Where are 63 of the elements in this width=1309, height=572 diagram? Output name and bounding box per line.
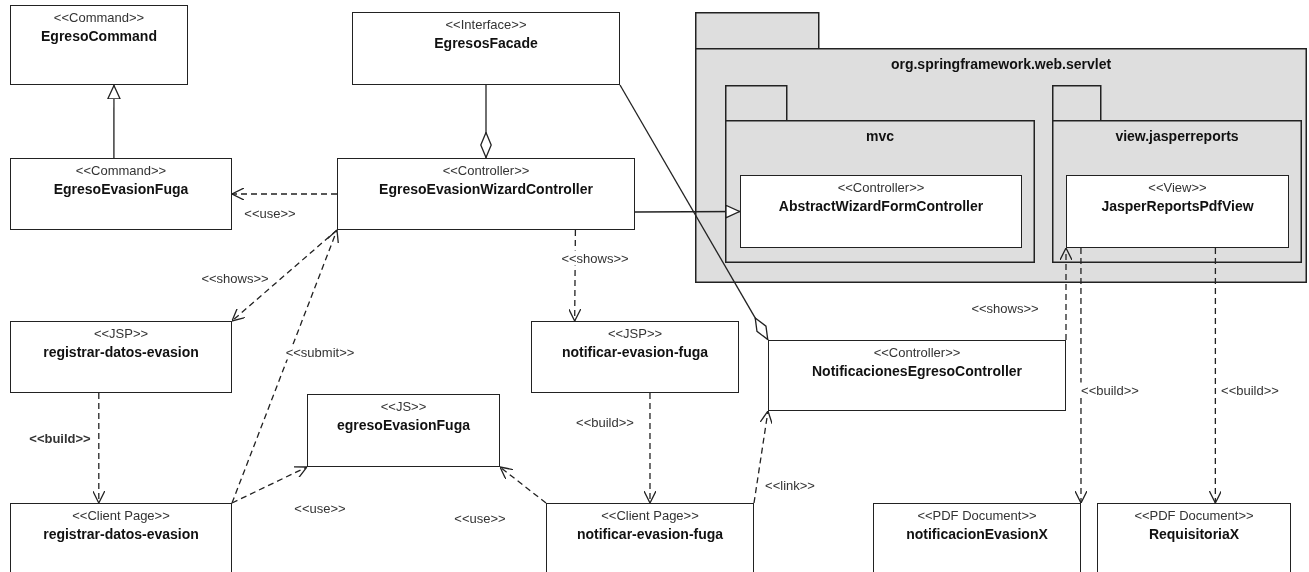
- class-name: notificar-evasion-fuga: [561, 344, 709, 360]
- stereotype: <<Client Page>>: [72, 508, 170, 523]
- generalization-arrow: [634, 204, 741, 219]
- dependency-arrow: [1208, 247, 1222, 504]
- class-box: [531, 321, 739, 393]
- class-box: [352, 12, 620, 85]
- class-box: [10, 321, 232, 393]
- class-name: EgresoEvasionWizardController: [379, 181, 593, 197]
- stereotype: <<JS>>: [380, 399, 427, 414]
- class-box: [546, 503, 754, 572]
- class-name: EgresoCommand: [41, 28, 157, 44]
- class-name: notificacionEvasionX: [906, 526, 1048, 542]
- dependency-arrow: [1074, 247, 1088, 504]
- dependency-arrow: [499, 466, 547, 504]
- class-name: NotificacionesEgresoController: [811, 363, 1022, 379]
- stereotype: <<Controller>>: [873, 345, 961, 360]
- class-box: [1066, 175, 1289, 248]
- stereotype: <<PDF Document>>: [917, 508, 1037, 523]
- dependency-arrow: [231, 187, 338, 201]
- class-name: AbstractWizardFormController: [778, 198, 984, 214]
- dependency-arrow: [1059, 247, 1073, 341]
- stereotype: <<PDF Document>>: [1134, 508, 1254, 523]
- class-name: egresoEvasionFuga: [336, 417, 470, 433]
- class-box: [768, 340, 1066, 411]
- stereotype: <<JSP>>: [607, 326, 663, 341]
- class-name: registrar-datos-evasion: [43, 344, 199, 360]
- class-name: EgresosFacade: [434, 35, 538, 51]
- edge-label: <<submit>>: [283, 344, 357, 360]
- package-name: org.springframework.web.servlet: [890, 56, 1112, 72]
- class-name: EgresoEvasionFuga: [53, 181, 189, 197]
- class-name: JasperReportsPdfView: [1101, 198, 1254, 214]
- package-name: mvc: [866, 128, 894, 144]
- stereotype: <<Interface>>: [445, 17, 527, 32]
- class-name: registrar-datos-evasion: [43, 526, 199, 542]
- class-box: [337, 158, 635, 230]
- dependency-arrow: [568, 229, 582, 322]
- dependency-arrow: [92, 392, 106, 504]
- class-box: [10, 158, 232, 230]
- generalization-arrow: [107, 84, 121, 159]
- stereotype: <<Client Page>>: [601, 508, 699, 523]
- stereotype: <<Controller>>: [442, 163, 530, 178]
- stereotype: <<Controller>>: [837, 180, 925, 195]
- aggregation-line: [480, 84, 492, 159]
- class-name: RequisitoriaX: [1148, 526, 1240, 542]
- class-box: [10, 5, 188, 85]
- edge-label: <<shows>>: [559, 250, 631, 266]
- stereotype: <<JSP>>: [93, 326, 149, 341]
- class-box: [10, 503, 232, 572]
- stereotype: <<Command>>: [75, 163, 167, 178]
- class-box: [740, 175, 1022, 248]
- dependency-arrow: [231, 229, 339, 504]
- dependency-arrow: [643, 392, 657, 504]
- class-box: [307, 394, 500, 467]
- class-box: [873, 503, 1081, 572]
- dependency-arrow: [753, 410, 773, 504]
- class-box: [1097, 503, 1291, 572]
- class-name: notificar-evasion-fuga: [576, 526, 724, 542]
- stereotype: <<View>>: [1148, 180, 1207, 195]
- edge-label: <<build>>: [1079, 382, 1141, 398]
- aggregation-line: [619, 84, 769, 341]
- dependency-arrow: [231, 466, 308, 504]
- package-name: view.jasperreports: [1115, 128, 1239, 144]
- stereotype: <<Command>>: [53, 10, 145, 25]
